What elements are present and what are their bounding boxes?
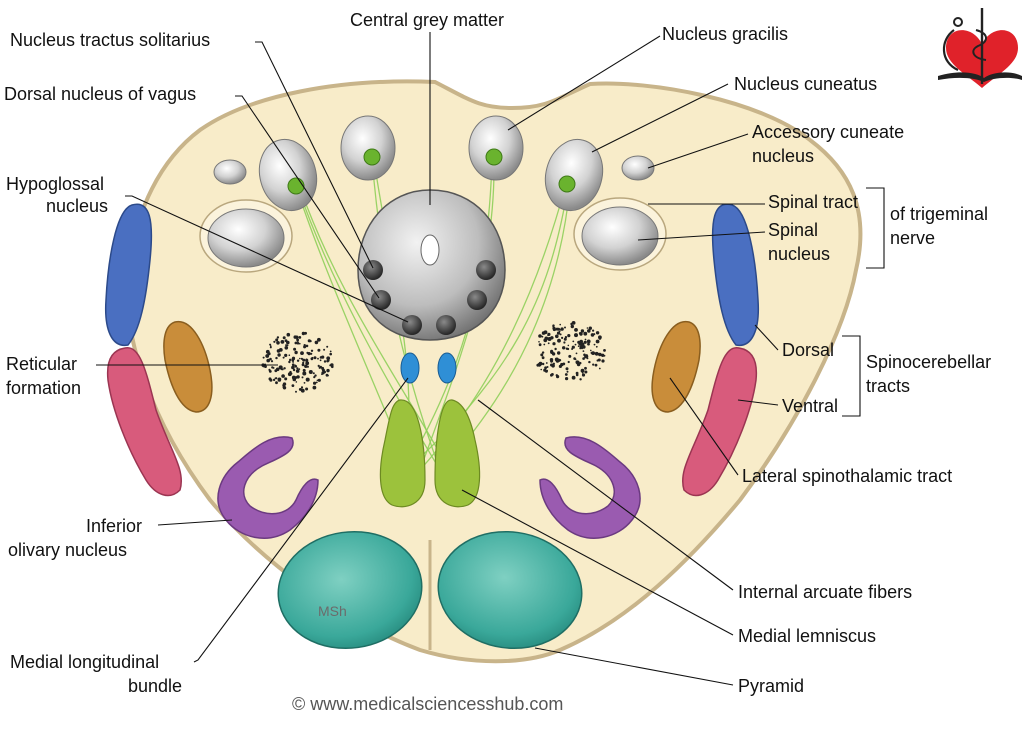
label-central-grey-matter: Central grey matter xyxy=(350,10,504,30)
ventral-spinocerebellar-left xyxy=(106,347,182,497)
label-of-trigeminal-2: nerve xyxy=(890,228,935,248)
label-nucleus-gracilis: Nucleus gracilis xyxy=(662,24,788,44)
copyright-text: © www.medicalsciencesshub.com xyxy=(292,694,563,714)
inferior-olivary-nucleus-right xyxy=(539,436,641,539)
label-spinocerebellar-2: tracts xyxy=(866,376,910,396)
label-dorsal-nucleus-vagus: Dorsal nucleus of vagus xyxy=(4,84,196,104)
label-nucleus-cuneatus: Nucleus cuneatus xyxy=(734,74,877,94)
accessory-cuneate-left xyxy=(213,159,247,185)
label-accessory-cuneate-2: nucleus xyxy=(752,146,814,166)
label-nucleus-tractus-solitarius: Nucleus tractus solitarius xyxy=(10,30,210,50)
label-reticular-1: Reticular xyxy=(6,354,77,374)
label-of-trigeminal-1: of trigeminal xyxy=(890,204,988,224)
label-lateral-spinothalamic: Lateral spinothalamic tract xyxy=(742,466,952,486)
label-hypoglossal-1: Hypoglossal xyxy=(6,174,104,194)
medial-longitudinal-bundle-right xyxy=(437,352,457,384)
accessory-cuneate-nucleus xyxy=(621,155,655,181)
label-mlf-1: Medial longitudinal xyxy=(10,652,159,672)
label-spinocerebellar-1: Spinocerebellar xyxy=(866,352,991,372)
green-dot-gracilis-left xyxy=(363,148,381,166)
hypoglossal-nucleus-dot-1 xyxy=(402,315,422,335)
dark-dot-right-2 xyxy=(476,260,496,280)
spinal-nucleus-left xyxy=(207,208,285,268)
green-dot-cuneatus-left xyxy=(287,177,305,195)
label-reticular-2: formation xyxy=(6,378,81,398)
label-medial-lemniscus: Medial lemniscus xyxy=(738,626,876,646)
spinal-nucleus-trigeminal xyxy=(581,206,659,266)
lateral-spinothalamic-tract xyxy=(651,321,701,413)
label-inferior-olivary-2: olivary nucleus xyxy=(8,540,127,560)
label-accessory-cuneate-1: Accessory cuneate xyxy=(752,122,904,142)
label-spinal-nucleus-1: Spinal xyxy=(768,220,818,240)
medial-lemniscus-left xyxy=(379,399,426,508)
label-spinal-nucleus-2: nucleus xyxy=(768,244,830,264)
dorsal-spinocerebellar-left xyxy=(104,203,153,346)
label-hypoglossal-2: nucleus xyxy=(46,196,108,216)
nucleus-cuneatus-left xyxy=(258,138,318,212)
label-ventral: Ventral xyxy=(782,396,838,416)
label-spinal-tract: Spinal tract xyxy=(768,192,858,212)
nucleus-gracilis xyxy=(468,115,524,181)
lateral-spinothalamic-left xyxy=(163,321,213,413)
ventral-spinocerebellar-tract xyxy=(682,347,758,497)
nucleus-tractus-solitarius-dot xyxy=(363,260,383,280)
green-dot-cuneatus-right xyxy=(558,175,576,193)
label-mlf-2: bundle xyxy=(128,676,182,696)
pyramid xyxy=(437,530,583,650)
dorsal-nucleus-vagus-dot xyxy=(371,290,391,310)
reticular-formation-right xyxy=(536,321,606,381)
pyramid-left xyxy=(277,530,423,650)
dark-dot-right-1 xyxy=(467,290,487,310)
reticular-formation-left xyxy=(261,331,334,393)
leader-lines xyxy=(96,32,885,686)
central-canal xyxy=(420,234,440,266)
hypoglossal-nucleus-dot-2 xyxy=(436,315,456,335)
medial-longitudinal-bundle-left xyxy=(400,352,420,384)
label-inferior-olivary-1: Inferior xyxy=(86,516,142,536)
nucleus-gracilis-left xyxy=(340,115,396,181)
medial-lemniscus xyxy=(434,399,481,508)
label-pyramid: Pyramid xyxy=(738,676,804,696)
green-dot-gracilis-right xyxy=(485,148,503,166)
nucleus-cuneatus xyxy=(544,138,604,212)
watermark: MSh xyxy=(318,603,347,619)
inferior-olivary-nucleus-left xyxy=(217,436,319,539)
label-dorsal: Dorsal xyxy=(782,340,834,360)
label-internal-arcuate: Internal arcuate fibers xyxy=(738,582,912,602)
heart-stethoscope-book-icon xyxy=(938,8,1022,89)
